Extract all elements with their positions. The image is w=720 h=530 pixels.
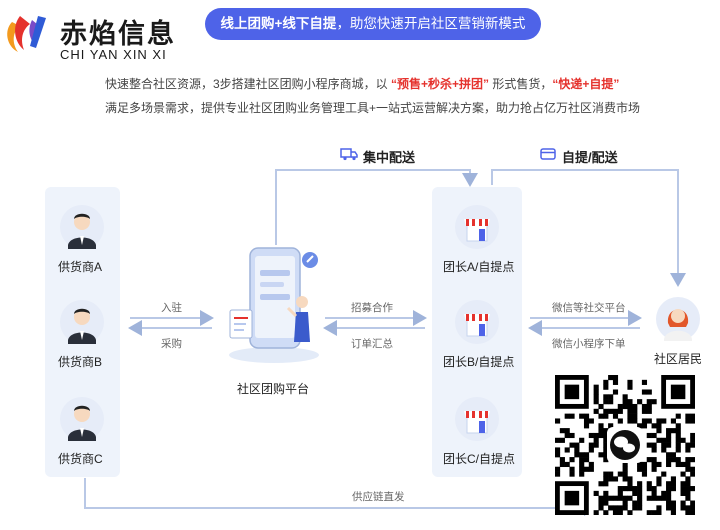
intro-highlight-2: “快递+自提” (552, 77, 620, 91)
intro-text-a: 快速整合社区资源，3步搭建社区团购小程序商城，以 (105, 77, 392, 91)
shop-icon (455, 205, 499, 249)
shop-icon (455, 397, 499, 441)
intro-line-1: 快速整合社区资源，3步搭建社区团购小程序商城，以 “预售+秒杀+拼团” 形式售货… (105, 75, 619, 92)
platform-label: 社区团购平台 (237, 382, 310, 396)
supplier-avatar-icon (60, 300, 104, 344)
truck-icon (340, 148, 358, 161)
company-logo-icon (7, 16, 46, 52)
intro-line-2: 满足多场景需求，提供专业社区团购业务管理工具+一站式运营解决方案，助力抢占亿万社… (105, 101, 641, 115)
intro-text-b: 形式售货， (489, 77, 553, 91)
edge-label-purchase: 采购 (161, 338, 182, 350)
resident-avatar-icon (656, 297, 700, 341)
leader-c-label: 团长C/自提点 (443, 452, 516, 466)
resident-label: 社区居民 (654, 352, 703, 366)
logo-english-name: CHI YAN XIN XI (60, 47, 167, 62)
edge-label-recruit: 招募合作 (351, 302, 393, 314)
banner-text: ，助您快速开启社区营销新模式 (336, 16, 526, 31)
flow-title-centralized: 集中配送 (363, 150, 416, 165)
leader-a-label: 团长A/自提点 (443, 260, 515, 274)
slogan-banner: 线上团购+线下自提，助您快速开启社区营销新模式 (205, 8, 541, 40)
platform-phone-icon (229, 247, 319, 363)
logo-chinese-name: 赤焰信息 (60, 19, 176, 49)
edge-label-social-platforms: 微信等社交平台 (552, 302, 626, 314)
edge-label-supply-chain: 供应链直发 (352, 491, 405, 503)
supplier-avatar-icon (60, 397, 104, 441)
edge-label-settle-in: 入驻 (161, 302, 182, 314)
edge-label-miniprogram-order: 微信小程序下单 (552, 338, 626, 350)
supplier-a-label: 供货商A (58, 260, 103, 274)
wechat-qr-code[interactable] (555, 375, 696, 516)
supplier-b-label: 供货商B (58, 355, 103, 369)
qr-pattern-icon (555, 375, 696, 516)
shop-icon (455, 300, 499, 344)
edge-label-order-summary: 订单汇总 (351, 338, 393, 350)
intro-highlight-1: “预售+秒杀+拼团” (391, 77, 490, 91)
flow-title-pickup: 自提/配送 (562, 150, 618, 165)
supplier-c-label: 供货商C (58, 452, 103, 466)
card-icon (540, 148, 556, 160)
leader-b-label: 团长B/自提点 (443, 355, 515, 369)
supplier-avatar-icon (60, 205, 104, 249)
banner-bold-text: 线上团购+线下自提 (220, 16, 337, 31)
